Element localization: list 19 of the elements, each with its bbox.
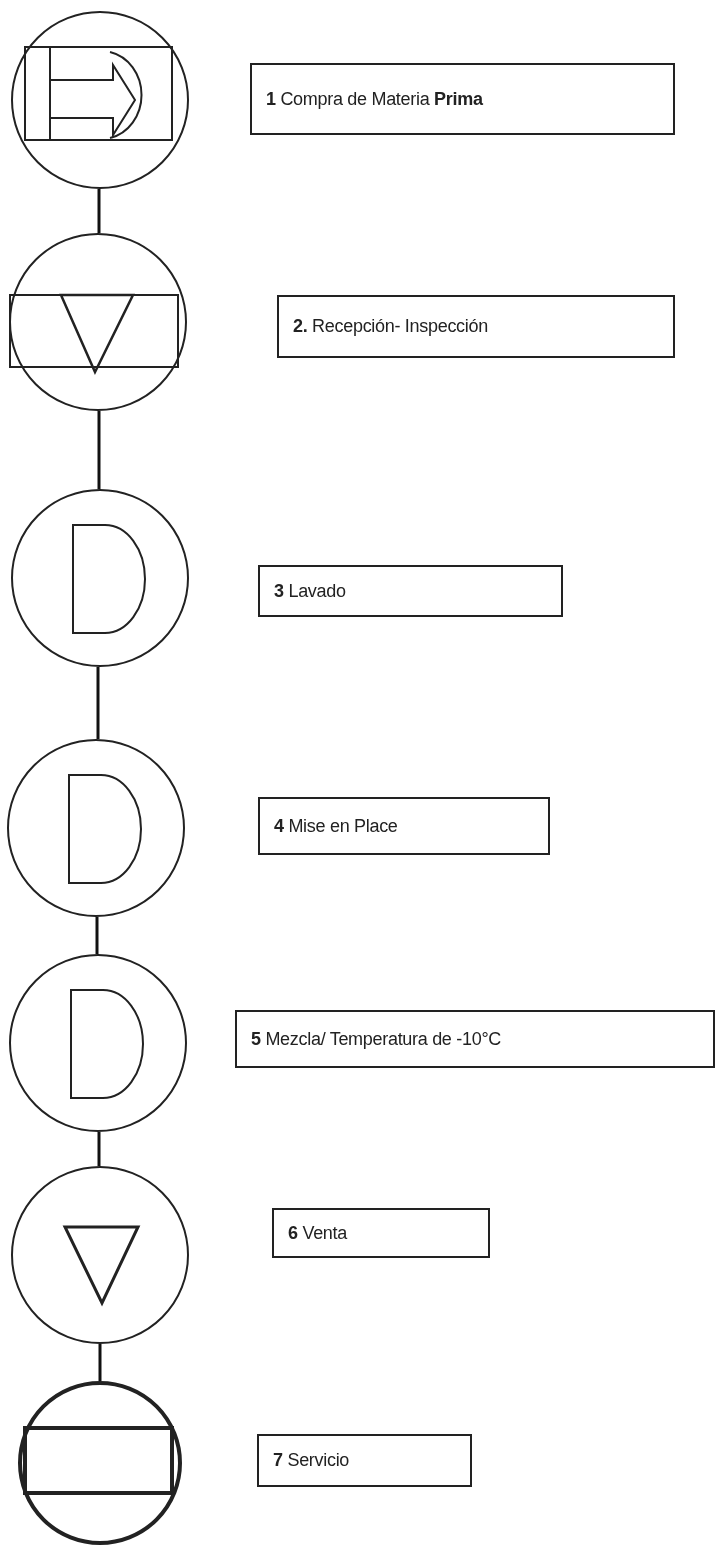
connector-line [95, 917, 99, 954]
delay-symbol [9, 954, 187, 1132]
step-label-box: 3 Lavado [258, 565, 563, 617]
connector-line [97, 411, 101, 489]
connector-line [97, 1132, 101, 1166]
step-label-box: 2. Recepción- Inspección [277, 295, 675, 358]
connector-line [96, 667, 100, 739]
delay-symbol [11, 489, 189, 667]
step-label-box: 1 Compra de Materia Prima [250, 63, 675, 135]
step-label-box: 7 Servicio [257, 1434, 472, 1487]
step-label-box: 4 Mise en Place [258, 797, 550, 855]
service-symbol [18, 1381, 182, 1545]
step-label-box: 6 Venta [272, 1208, 490, 1258]
delay-symbol [7, 739, 185, 917]
connector-line [98, 1344, 102, 1381]
storage-symbol [11, 1166, 189, 1344]
step-label-box: 5 Mezcla/ Temperatura de -10°C [235, 1010, 715, 1068]
inspection-storage-symbol [9, 233, 187, 411]
connector-line [97, 189, 101, 233]
